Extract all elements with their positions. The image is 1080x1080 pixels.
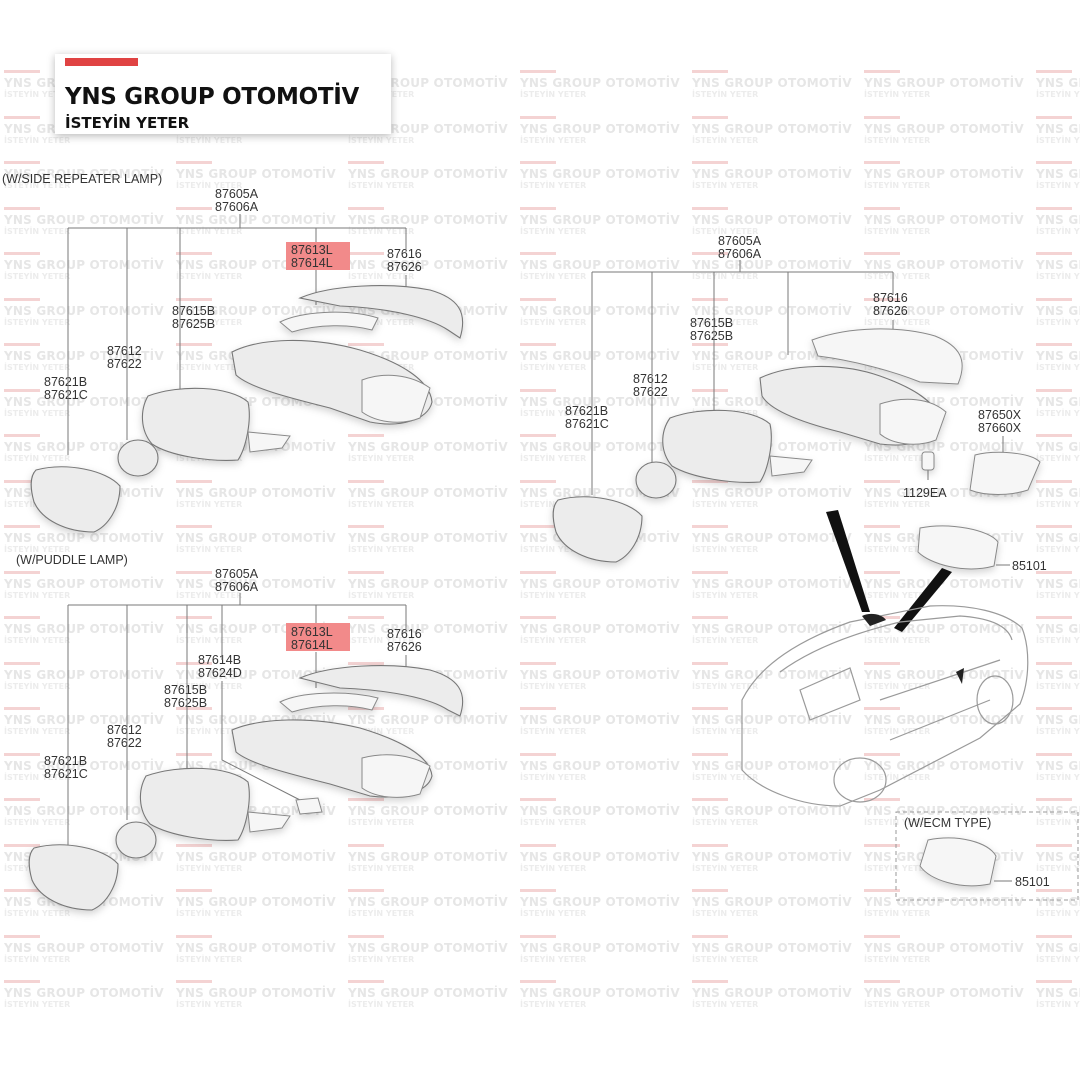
part-label-87660x: 87660X [978, 421, 1022, 435]
mirror-cover-part-b [298, 665, 464, 717]
part-label-87605a-c: 87605A [718, 234, 762, 248]
actuator-motor-part [117, 439, 159, 477]
repeater-lamp-part [361, 374, 431, 423]
actuator-motor-part-b [115, 821, 157, 859]
part-label-87625b-c: 87625B [690, 329, 733, 343]
mirror-arm-part [247, 431, 291, 453]
part-label-87621c-b: 87621C [44, 767, 88, 781]
highlight-87613l-b [286, 623, 350, 651]
pointer-wedge-right [894, 568, 952, 632]
mirror-arm-part-c [769, 455, 813, 477]
inside-mirror-part [917, 525, 999, 570]
part-label-87606a: 87606A [215, 200, 259, 214]
vehicle-door-lines [879, 659, 1001, 741]
part-label-87615b-c: 87615B [690, 316, 733, 330]
mirror-arm-part-b [247, 811, 291, 833]
part-label-87613l: 87613L [291, 243, 333, 257]
assembly-side-repeater: (W/SIDE REPEATER LAMP) 87605A 87606A 876… [2, 172, 464, 533]
section-label-ecm: (W/ECM TYPE) [904, 816, 991, 830]
vehicle-windshield [799, 667, 861, 721]
logo-tagline: İSTEYİN YETER [65, 114, 190, 132]
part-label-87615b: 87615B [172, 304, 215, 318]
mirror-frame-part-c [662, 409, 772, 483]
part-label-87606a-c: 87606A [718, 247, 762, 261]
screw-part-1129ea [921, 451, 935, 471]
mirror-frame-part-b [139, 767, 250, 841]
assembly-right: 87605A 87606A 87616 87626 87615B 87625B … [552, 234, 1079, 901]
part-label-87616-b: 87616 [387, 627, 422, 641]
part-label-87614l-b: 87614L [291, 638, 333, 652]
vehicle-side-mirror-marker [956, 668, 964, 684]
puddle-lamp-part [295, 797, 323, 815]
part-label-87650x: 87650X [978, 408, 1022, 422]
vehicle-body [741, 605, 1029, 807]
part-label-87615b-b: 87615B [164, 683, 207, 697]
part-label-87626-c: 87626 [873, 304, 908, 318]
part-label-85101: 85101 [1012, 559, 1047, 573]
mirror-parts-group [30, 285, 464, 533]
part-label-85101-b: 85101 [1015, 875, 1050, 889]
part-label-87625b-b: 87625B [164, 696, 207, 710]
bracket-part-87650x [969, 451, 1041, 495]
part-label-87625b: 87625B [172, 317, 215, 331]
leader-lines [67, 214, 407, 455]
assembly-puddle-lamp: (W/PUDDLE LAMP) 87605A 87606A 87613L 876… [16, 553, 464, 911]
part-label-87616: 87616 [387, 247, 422, 261]
mirror-cover-part-c [811, 328, 963, 385]
actuator-motor-part-c [635, 461, 677, 499]
part-label-87621b: 87621B [44, 375, 87, 389]
highlight-87613l [286, 242, 350, 270]
part-label-87622-b: 87622 [107, 736, 142, 750]
section-label-puddle: (W/PUDDLE LAMP) [16, 553, 128, 567]
section-label-side-repeater: (W/SIDE REPEATER LAMP) [2, 172, 162, 186]
part-label-87612: 87612 [107, 344, 142, 358]
side-lamp-part-b [361, 754, 431, 798]
part-label-87621c-c: 87621C [565, 417, 609, 431]
part-label-87621b-b: 87621B [44, 754, 87, 768]
part-label-1129ea: 1129EA [903, 486, 947, 500]
side-lamp-part-c [879, 398, 947, 445]
part-label-87612-b: 87612 [107, 723, 142, 737]
mirror-parts-group-c [552, 328, 1041, 563]
logo-brand-text: YNS GROUP OTOMOTİV [65, 84, 360, 110]
vehicle-rear-wheel [976, 675, 1014, 725]
logo-accent-bar [65, 58, 138, 66]
mirror-bracket-part [279, 311, 379, 333]
part-label-87626-b: 87626 [387, 640, 422, 654]
leader-lines-c [591, 260, 1004, 495]
pointer-wedge-left [826, 510, 870, 612]
vehicle-outline [741, 605, 1029, 807]
mirror-parts-group-b [28, 665, 464, 911]
part-label-87613l-b: 87613L [291, 625, 333, 639]
leader-lines-b [67, 593, 407, 845]
mirror-glass-part-b [28, 844, 119, 911]
part-label-87621b-c: 87621B [565, 404, 608, 418]
vehicle-front-wheel [833, 757, 887, 803]
part-label-87605a: 87605A [215, 187, 259, 201]
part-label-87626: 87626 [387, 260, 422, 274]
part-label-87614b: 87614B [198, 653, 241, 667]
part-label-87606a-b: 87606A [215, 580, 259, 594]
part-label-87616-c: 87616 [873, 291, 908, 305]
brand-logo: YNS GROUP OTOMOTİV İSTEYİN YETER [55, 54, 391, 134]
mirror-cover-part [298, 285, 464, 339]
vehicle-roofline [779, 615, 1013, 673]
mirror-bracket-part-b [279, 692, 379, 713]
mirror-frame-part [141, 387, 250, 461]
mirror-glass-part [30, 466, 121, 533]
part-label-87621c: 87621C [44, 388, 88, 402]
ecm-mirror-part [919, 837, 997, 887]
part-label-87614l: 87614L [291, 256, 333, 270]
part-label-87622-c: 87622 [633, 385, 668, 399]
ecm-type-box [895, 811, 1079, 901]
part-label-87624d: 87624D [198, 666, 242, 680]
mirror-glass-part-c [552, 496, 643, 563]
part-label-87622: 87622 [107, 357, 142, 371]
part-label-87612-c: 87612 [633, 372, 668, 386]
part-label-87605a-b: 87605A [215, 567, 259, 581]
